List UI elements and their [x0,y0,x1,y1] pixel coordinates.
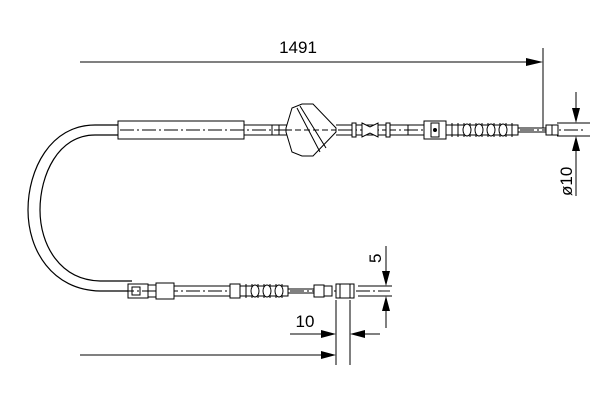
arrowhead-right [526,58,543,66]
upper-spring [445,123,519,137]
lower-spring [245,284,284,298]
diameter-label: ø10 [557,167,576,196]
lower-end-fitting [335,283,355,299]
overall-length-label: 1491 [279,38,317,57]
cable-bend [27,124,132,292]
grommet [285,103,337,157]
nipple-length-dimension: 10 [290,300,380,365]
adjuster-nut [361,122,379,138]
nipple-length-label: 10 [296,312,315,331]
upper-cable [117,103,585,157]
bottom-dimension-arrow [80,351,336,359]
bend-inner-line [39,134,132,282]
diameter-dimension: ø10 [557,92,590,196]
end-length-label: 5 [366,254,385,263]
lower-cable [120,282,390,300]
diameter-arrow-bottom [572,136,580,151]
diameter-arrow-top [572,108,580,123]
bend-outer-line [27,124,132,292]
overall-length-dimension: 1491 [80,38,544,128]
end-length-dimension: 5 [358,246,392,328]
